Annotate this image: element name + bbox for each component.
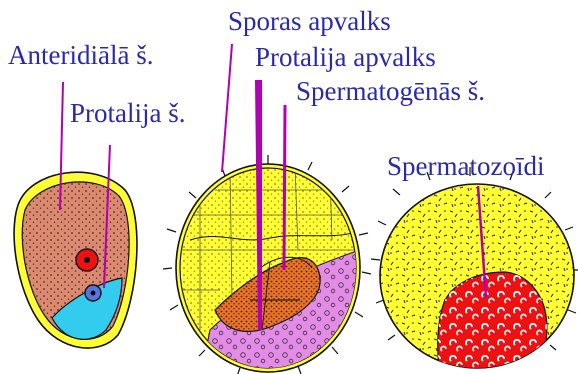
pointer-sporas-apvalks xyxy=(222,44,232,172)
label-sporas-apvalks: Sporas apvalks xyxy=(228,8,391,35)
label-protalija-apvalks: Protalija apvalks xyxy=(255,44,436,71)
cell-2-interior xyxy=(170,160,370,374)
cell-2-group xyxy=(163,155,371,374)
label-protalija-s: Protalija š. xyxy=(70,100,186,127)
label-anteridiala: Anteridiālā š. xyxy=(8,42,153,69)
label-spermatogenas: Spermatogēnās š. xyxy=(296,78,485,105)
cell-3-group xyxy=(371,167,578,374)
prothallial-nucleolus xyxy=(91,291,96,296)
cell-1-group xyxy=(14,172,137,348)
antheridial-nucleolus xyxy=(84,257,90,263)
pointer-spermatogenas xyxy=(284,105,285,270)
label-spermatozoidi: Spermatozoīdi xyxy=(387,153,544,180)
